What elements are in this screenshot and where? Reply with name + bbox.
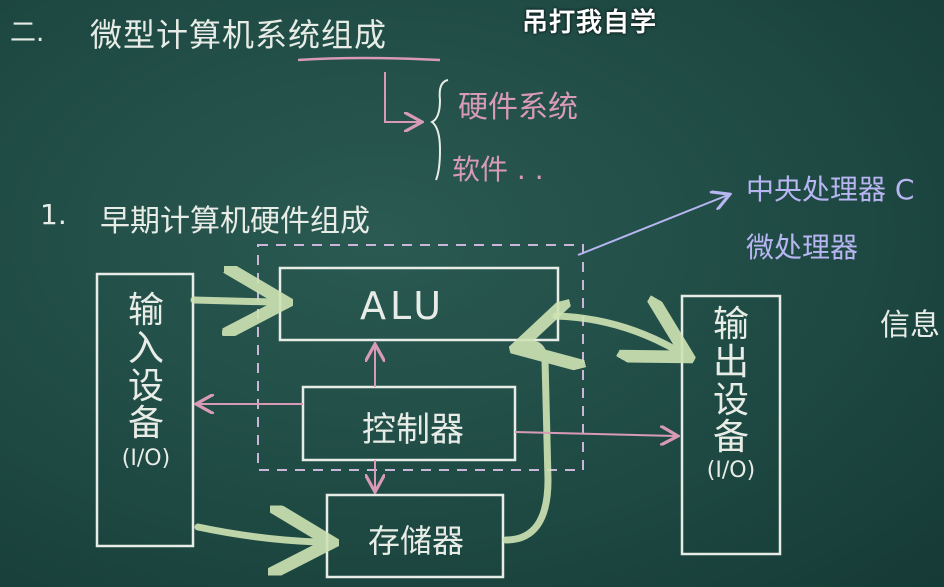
input-io-tag: (I/O) (121, 446, 171, 472)
branch-brace (430, 79, 449, 181)
controller-label: 控制器 (362, 410, 464, 450)
output-char-2: 出 (712, 341, 749, 383)
output-char-1: 输 (712, 304, 749, 345)
memory-label: 存储器 (368, 522, 465, 560)
control-to-output-signal (514, 432, 676, 436)
output-device-box (680, 294, 782, 556)
controller-box (301, 385, 517, 462)
input-to-alu-path (190, 300, 272, 302)
output-io-tag: (I/O) (706, 458, 756, 484)
microprocessor-note: 微处理器 (746, 231, 859, 264)
memory-to-alu-path (502, 345, 548, 544)
output-device-label: 输 出 设 备 (I/O) (702, 304, 760, 484)
alu-label: ALU (360, 284, 446, 328)
software-label: 软件 . . (452, 153, 544, 186)
info-note: 信息 (880, 308, 940, 343)
heading-underline (297, 56, 441, 62)
input-to-memory-path (194, 527, 318, 542)
input-char-1: 输 (127, 290, 164, 331)
input-device-box (95, 272, 195, 548)
input-device-label: 输 入 设 备 (I/O) (118, 290, 174, 472)
output-char-4: 备 (712, 417, 749, 459)
alu-to-output-path (552, 316, 676, 350)
watermark: 吊打我自学 (522, 8, 658, 38)
cpu-note: 中央处理器 C (746, 173, 915, 206)
input-char-2: 入 (127, 327, 164, 369)
branch-arrow (384, 72, 420, 122)
subheading-text: 早期计算机硬件组成 (100, 204, 370, 239)
output-char-3: 设 (712, 379, 749, 421)
subheading-number: 1. (40, 198, 67, 231)
hardware-label: 硬件系统 (458, 90, 578, 125)
heading-text: 微型计算机系统组成 (90, 16, 388, 54)
cpu-pointer-arrow (577, 195, 728, 256)
heading-number: 二. (10, 18, 45, 48)
input-char-4: 备 (127, 403, 164, 445)
input-char-3: 设 (127, 365, 164, 407)
